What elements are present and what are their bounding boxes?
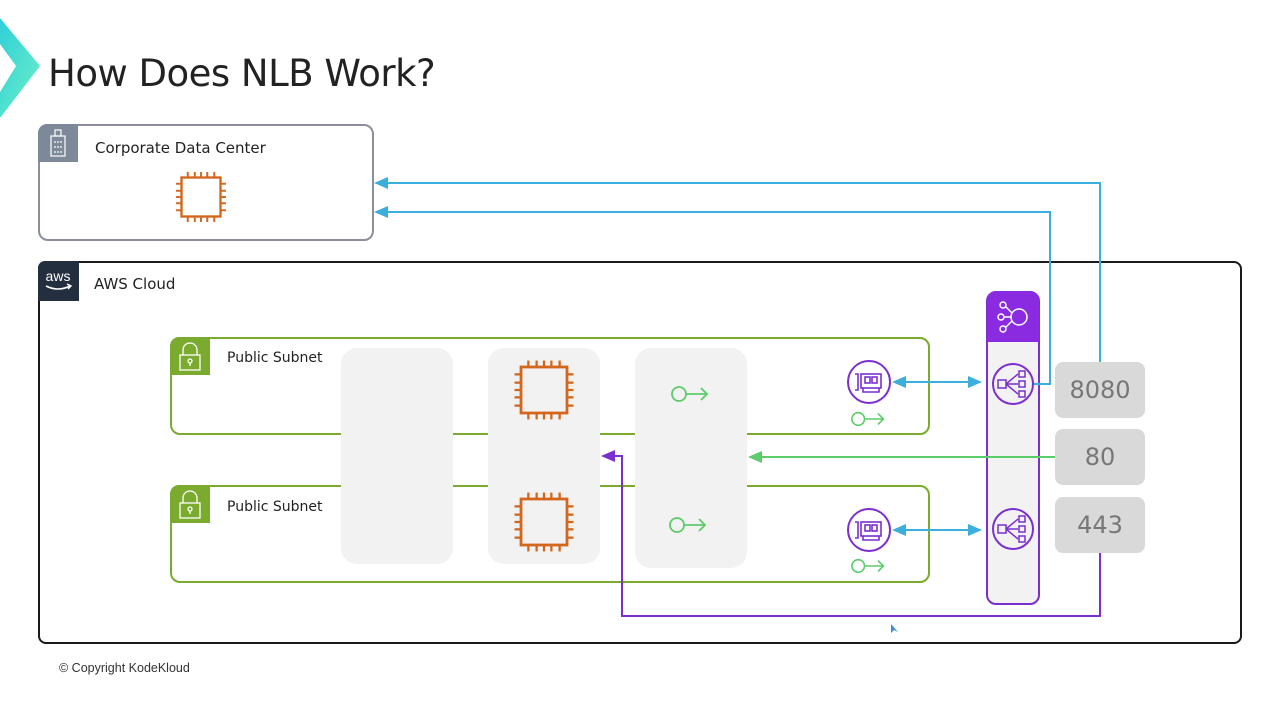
lock-icon <box>170 485 210 523</box>
building-icon <box>38 124 78 162</box>
ip-target-icon <box>851 558 885 574</box>
aws-logo-icon: aws <box>38 261 79 301</box>
lock-icon <box>170 337 210 375</box>
target-group-column <box>341 348 453 564</box>
aws-cloud-group <box>38 261 1242 644</box>
copyright-text: © Copyright KodeKloud <box>59 661 190 675</box>
network-interface-icon <box>847 360 891 404</box>
mouse-cursor-icon <box>891 624 898 633</box>
ec2-instance-icon <box>174 170 228 224</box>
ip-target-icon <box>671 386 708 402</box>
aws-cloud-label: AWS Cloud <box>94 275 176 293</box>
nlb-icon <box>987 291 1039 342</box>
ec2-instances-column <box>488 348 600 564</box>
slide-title: How Does NLB Work? <box>48 52 436 95</box>
network-interface-icon <box>847 508 891 552</box>
svg-text:aws: aws <box>46 268 71 284</box>
ip-target-icon <box>851 411 885 427</box>
public-subnet-2-label: Public Subnet <box>227 499 323 515</box>
port-443-route <box>601 450 1101 617</box>
brand-chevron-icon <box>0 18 40 118</box>
load-balancer-node-icon <box>992 508 1034 550</box>
ip-target-icon <box>669 517 706 533</box>
ec2-instance-icon <box>513 359 575 421</box>
listener-port-80: 80 <box>1055 429 1145 485</box>
network-load-balancer[interactable] <box>986 291 1040 605</box>
listener-port-8080: 8080 <box>1055 362 1145 418</box>
data-center-label: Corporate Data Center <box>95 139 266 157</box>
load-balancer-node-icon <box>992 363 1034 405</box>
public-subnet-1-label: Public Subnet <box>227 350 323 366</box>
corporate-data-center-group <box>38 124 374 241</box>
listener-port-443: 443 <box>1055 497 1145 553</box>
ip-targets-column <box>635 348 747 568</box>
port-8080-route <box>374 177 1101 362</box>
nlb-to-datacenter-route <box>374 206 1051 385</box>
ec2-instance-icon <box>513 491 575 553</box>
